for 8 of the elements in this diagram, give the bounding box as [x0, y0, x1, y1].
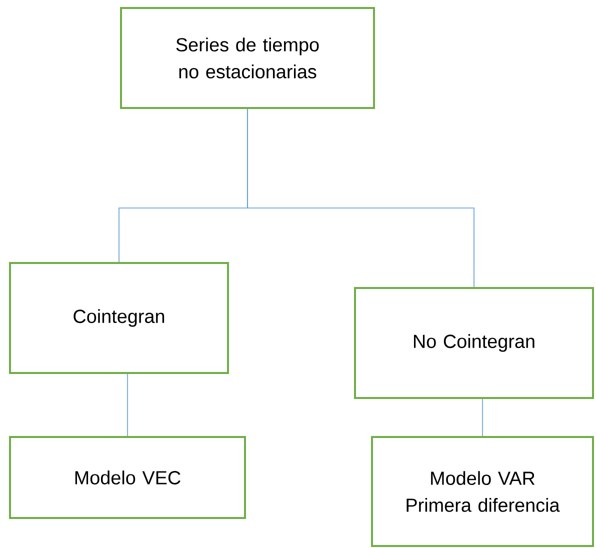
process-box: Cointegran — [9, 262, 229, 374]
connector-line — [482, 398, 483, 436]
process-box: Modelo VAR Primera diferencia — [371, 436, 594, 547]
connector-line — [127, 374, 128, 436]
process-box: Modelo VEC — [9, 436, 246, 519]
connector-line — [247, 108, 474, 288]
process-box: No Cointegran — [354, 287, 594, 399]
process-box: Series de tiempo no estacionarias — [120, 7, 375, 109]
